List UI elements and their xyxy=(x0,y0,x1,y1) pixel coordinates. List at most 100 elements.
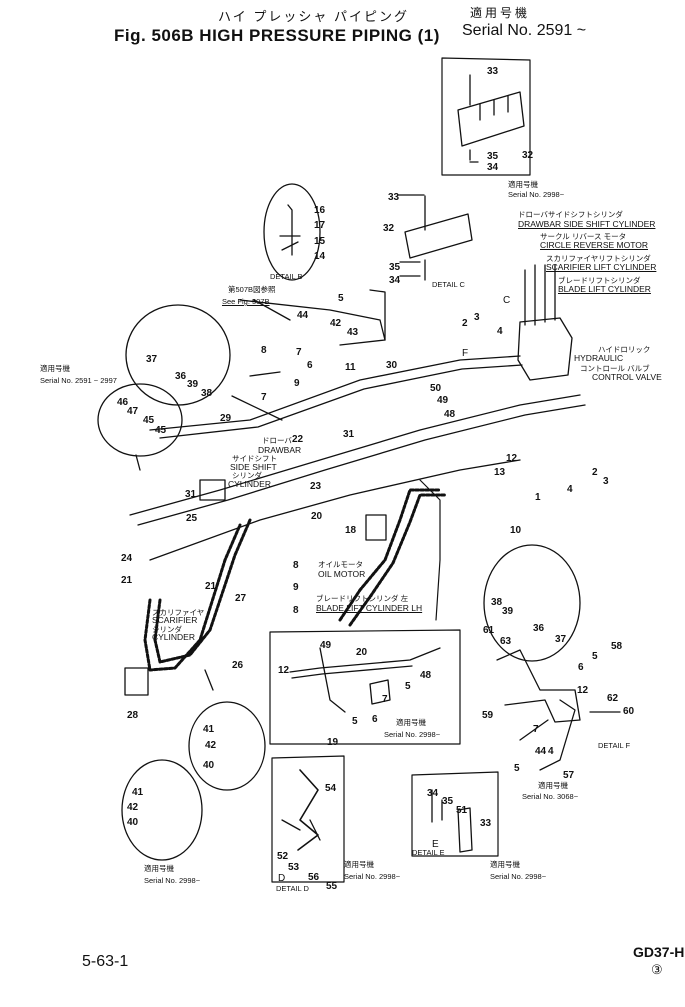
view-c-marker: C xyxy=(503,295,511,306)
manifold-c xyxy=(404,213,473,259)
part-number-callout: 9 xyxy=(294,378,300,389)
part-number-callout: 5 xyxy=(352,716,358,727)
part-number-callout: 35 xyxy=(389,262,401,273)
title-japanese: ハイ プレッシャ パイピング xyxy=(218,9,409,24)
detail-right-circle xyxy=(483,544,581,662)
part-number-callout: 2 xyxy=(462,318,468,329)
drawbar-side-shift-jp: ドローバサイドシフトシリンダ xyxy=(518,210,623,219)
detail-d-label: DETAIL D xyxy=(276,884,309,893)
side-shift-jp: サイドシフト xyxy=(232,454,277,463)
part-number-callout: 23 xyxy=(310,481,322,492)
drawbar-label: DRAWBAR xyxy=(258,445,302,455)
part-number-callout: 27 xyxy=(235,593,247,604)
part-number-callout: 1 xyxy=(535,492,541,503)
blade-lift-jp: ブレードリフトシリンダ xyxy=(558,276,641,285)
part-number-callout: 56 xyxy=(308,872,320,883)
part-number-callout: 22 xyxy=(292,434,304,445)
part-number-callout: 50 xyxy=(430,383,442,394)
part-number-callout: 33 xyxy=(388,192,400,203)
serial-2998-mid-jp: 適用号機 xyxy=(396,718,426,727)
serial-2591-2997: Serial No. 2591 ~ 2997 xyxy=(40,376,117,385)
sheet-number: ③ xyxy=(651,962,663,977)
part-number-callout: 61 xyxy=(483,625,495,636)
cylinder-label: CYLINDER xyxy=(228,479,271,489)
control-valve-jp: コントロール バルブ xyxy=(580,364,650,373)
figure-title: Fig. 506B HIGH PRESSURE PIPING (1) xyxy=(114,26,440,45)
serial-2998-e: Serial No. 2998~ xyxy=(490,872,547,881)
part-number-callout: 41 xyxy=(132,787,144,798)
serial-label-japanese: 適用号機 xyxy=(470,6,531,20)
side-shift-label: SIDE SHIFT xyxy=(230,462,277,472)
part-number-callout: 5 xyxy=(514,763,520,774)
circle-reverse-jp: サークル リバース モータ xyxy=(540,232,627,241)
part-number-callout: 12 xyxy=(278,665,290,676)
part-number-callout: 21 xyxy=(121,575,133,586)
scarifier-jp: スカリファイヤ xyxy=(152,608,205,617)
part-number-callout: 8 xyxy=(293,605,299,616)
drawbar-jp: ドローバ xyxy=(262,436,292,445)
part-number-callout: 8 xyxy=(261,345,267,356)
part-number-callout: 12 xyxy=(577,685,589,696)
oil-motor-jp: オイルモータ xyxy=(318,560,363,569)
part-number-callout: 49 xyxy=(437,395,449,406)
part-number-callout: 54 xyxy=(325,783,337,794)
serial-2998-top: Serial No. 2998~ xyxy=(508,190,565,199)
part-number-callout: 26 xyxy=(232,660,244,671)
hose-middle xyxy=(338,488,442,622)
part-number-callout: 44 xyxy=(535,746,547,757)
part-number-callout: 10 xyxy=(510,525,522,536)
part-number-callout: 49 xyxy=(320,640,332,651)
part-number-callout: 13 xyxy=(494,467,506,478)
part-number-callout: 19 xyxy=(327,737,339,748)
part-number-callout: 20 xyxy=(356,647,368,658)
part-number-callout: 34 xyxy=(389,275,401,286)
hydraulic-label: HYDRAULIC xyxy=(574,353,624,363)
part-number-callout: 38 xyxy=(491,597,503,608)
part-number-callout: 5 xyxy=(592,651,598,662)
part-number-callout: 57 xyxy=(563,770,575,781)
part-number-callout: 25 xyxy=(186,513,198,524)
see-fig: See Fig. 507B xyxy=(222,297,270,306)
part-number-callout: 39 xyxy=(187,379,199,390)
part-number-callout: 35 xyxy=(442,796,454,807)
hose-left xyxy=(143,523,242,672)
part-number-callout: 40 xyxy=(127,817,139,828)
detail-left-upper-circle xyxy=(125,304,231,406)
detail-top-box xyxy=(441,57,531,176)
cylinder-jp: シリンダ xyxy=(232,471,262,480)
part-number-callout: 37 xyxy=(555,634,567,645)
part-number-callout: 44 xyxy=(297,310,309,321)
part-number-callout: 7 xyxy=(296,347,302,358)
detail-b-circle xyxy=(263,183,321,281)
part-number-callout: 21 xyxy=(205,581,217,592)
part-number-callout: 14 xyxy=(314,251,326,262)
part-number-callout: 42 xyxy=(205,740,217,751)
cylinder2-jp: シリンダ xyxy=(152,625,182,634)
part-number-callout: 63 xyxy=(500,636,512,647)
part-number-callout: 36 xyxy=(175,371,187,382)
serial-2998-left: Serial No. 2998~ xyxy=(144,876,201,885)
view-d-marker: D xyxy=(278,873,286,884)
view-e-marker: E xyxy=(432,839,439,850)
part-number-callout: 6 xyxy=(307,360,313,371)
part-number-callout: 31 xyxy=(343,429,355,440)
part-number-callout: 32 xyxy=(383,223,395,234)
oil-motor-block xyxy=(365,514,387,541)
part-number-callout: 41 xyxy=(203,724,215,735)
part-number-callout: 58 xyxy=(611,641,623,652)
part-number-callout: 38 xyxy=(201,388,213,399)
manifold-top xyxy=(457,91,525,147)
part-number-callout: 34 xyxy=(427,788,439,799)
blade-lift-lh-jp: ブレードリフトシリンダ 左 xyxy=(316,594,409,603)
part-number-callout: 5 xyxy=(405,681,411,692)
part-number-callout: 11 xyxy=(345,362,356,373)
part-number-callout: 37 xyxy=(146,354,158,365)
scarifier-lift-jp: スカリファイヤリフトシリンダ xyxy=(546,254,651,263)
part-number-callout: 60 xyxy=(623,706,635,717)
part-number-callout: 35 xyxy=(487,151,499,162)
part-number-callout: 33 xyxy=(480,818,492,829)
part-number-callout: 12 xyxy=(506,453,518,464)
blade-lift-lh-label: BLADE LIFT CYLINDER LH xyxy=(316,603,423,613)
see-fig-jp: 第507B図参照 xyxy=(228,285,276,294)
part-number-callout: 42 xyxy=(127,802,139,813)
